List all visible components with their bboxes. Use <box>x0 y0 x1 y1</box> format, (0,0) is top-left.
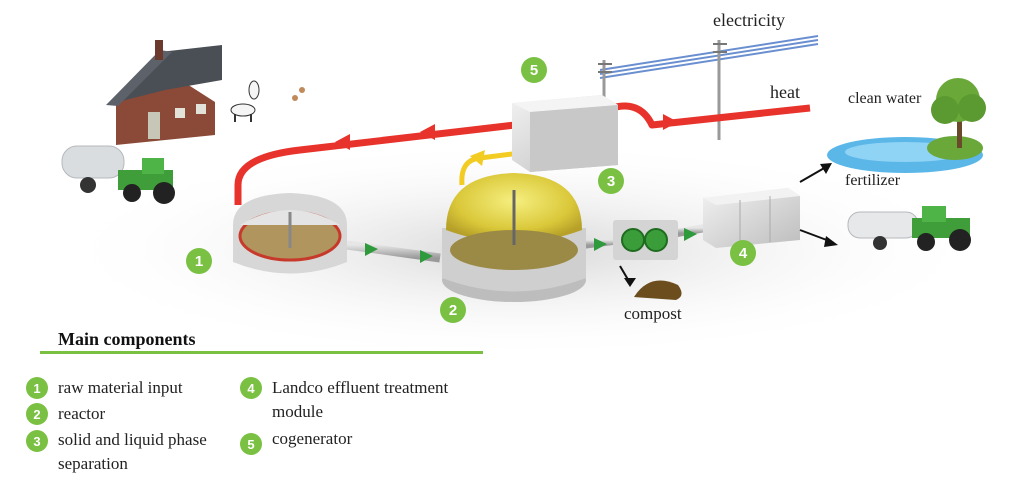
electricity-label: electricity <box>713 10 785 30</box>
legend-item-4-line2: module <box>272 402 323 421</box>
legend-title: Main components <box>58 329 196 349</box>
compost-label: compost <box>624 304 682 323</box>
separator-unit <box>613 220 678 260</box>
diagram-badge-3: 3 <box>598 168 624 194</box>
cows <box>230 80 305 122</box>
clean-water-label: clean water <box>848 90 922 107</box>
legend-badge-4: 4 <box>240 377 262 399</box>
diagram-badge-1: 1 <box>186 248 212 274</box>
fertilizer-arrow <box>799 166 827 183</box>
legend-divider <box>40 351 483 354</box>
legend-item-3-line2: separation <box>58 454 128 473</box>
biogas-arrow <box>470 150 485 166</box>
legend-badge-2: 2 <box>26 403 48 425</box>
legend-badge-5: 5 <box>240 433 262 455</box>
legend-item-4: Landco effluent treatment <box>272 378 449 397</box>
legend-badge-3: 3 <box>26 430 48 452</box>
tree <box>931 78 986 148</box>
diagram-badge-5: 5 <box>521 57 547 83</box>
pipe-3-4 <box>676 224 706 237</box>
fertilizer-label: fertilizer <box>845 172 901 189</box>
legend-item-1: raw material input <box>58 378 183 397</box>
farmhouse <box>106 40 222 145</box>
heat-arrows <box>335 114 678 150</box>
tractor-tanker-left <box>61 145 175 204</box>
legend-badge-1: 1 <box>26 377 48 399</box>
legend-item-5: cogenerator <box>272 429 353 448</box>
diagram-badge-4: 4 <box>730 240 756 266</box>
legend-item-2: reactor <box>58 404 106 423</box>
flow-arrows <box>365 228 697 263</box>
tractor-tanker-right <box>847 206 971 251</box>
effluent-treatment-module <box>703 188 800 248</box>
diagram-badge-2: 2 <box>440 297 466 323</box>
reactor-dome <box>442 173 586 302</box>
legend-item-3: solid and liquid phase <box>58 430 207 449</box>
clean-water-pond <box>827 136 983 173</box>
heat-label: heat <box>770 82 800 102</box>
raw-material-input-tank <box>233 193 347 274</box>
cogenerator-unit <box>512 95 618 172</box>
compost-heap <box>634 280 682 300</box>
